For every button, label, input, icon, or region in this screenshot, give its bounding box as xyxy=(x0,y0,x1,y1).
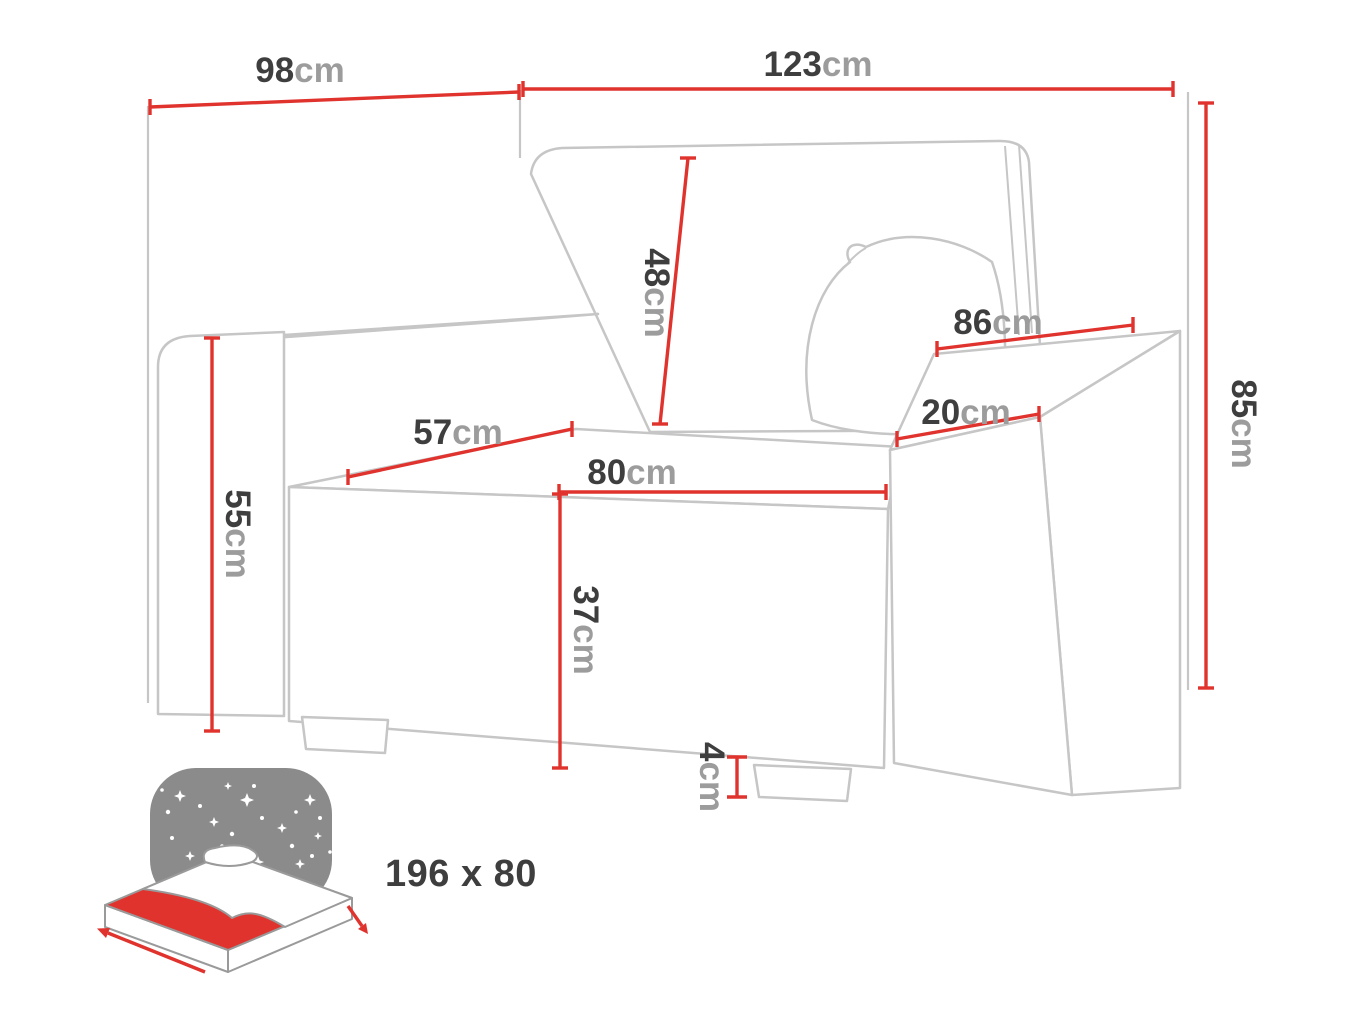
unfold-arrow-left xyxy=(97,928,206,974)
seat-front xyxy=(287,485,890,770)
dim-seat-height xyxy=(552,492,568,770)
dim-armrest-height xyxy=(204,336,220,733)
label-seat-depth: 57cm xyxy=(413,413,503,452)
dim-width xyxy=(521,81,1175,97)
label-width: 123cm xyxy=(764,45,873,84)
label-armrest-length: 86cm xyxy=(953,303,1043,342)
backrest-seam-2 xyxy=(1018,144,1033,334)
left-armrest-front xyxy=(156,330,286,718)
foot-center xyxy=(752,763,853,803)
dim-armrest-length xyxy=(935,317,1135,357)
dim-seat-depth xyxy=(346,421,574,485)
label-back-depth: 98cm xyxy=(255,51,345,90)
backrest-seam-1 xyxy=(1004,145,1020,336)
bed-duvet xyxy=(142,852,353,928)
sleeping-area-label: 196 x 80 xyxy=(385,853,537,895)
sleeping-function-icon: 196 x 80 xyxy=(97,768,537,974)
label-backrest: 48cm xyxy=(637,248,676,338)
dimension-labels: 98cm 123cm 85cm 48cm 57cm 80cm 86cm 20cm… xyxy=(218,45,1263,812)
fold-out-bed-icon xyxy=(97,844,368,974)
label-seat-height: 37cm xyxy=(566,585,605,675)
foot-left xyxy=(300,715,390,755)
label-armrest-height: 55cm xyxy=(218,489,257,579)
label-leg-height: 4cm xyxy=(692,742,731,812)
label-seat-width: 80cm xyxy=(587,453,677,492)
bed-pillow xyxy=(202,844,258,867)
dim-leg-height xyxy=(727,755,747,799)
sofa-outline xyxy=(156,139,1182,803)
label-armrest-width: 20cm xyxy=(921,393,1011,432)
dim-back-depth xyxy=(148,84,521,115)
dim-height xyxy=(1198,101,1214,690)
dim-armrest-width xyxy=(895,406,1041,447)
right-armrest-front xyxy=(888,415,1074,797)
unfold-arrow-right xyxy=(346,905,368,934)
dimension-lines xyxy=(148,81,1214,799)
pillow-crease xyxy=(847,247,867,264)
label-height: 85cm xyxy=(1224,379,1263,469)
bounding-box xyxy=(146,90,1190,703)
dim-backrest xyxy=(652,156,696,426)
